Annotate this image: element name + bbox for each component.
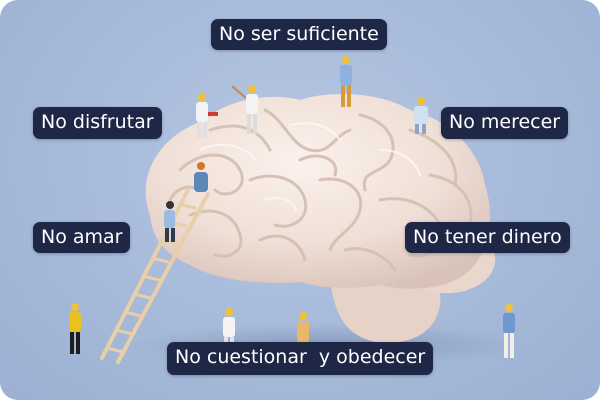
figure-white-shirt-top-left xyxy=(196,93,218,138)
label-no-tener-dinero: No tener dinero xyxy=(405,222,570,253)
figure-bottom-white xyxy=(223,308,235,345)
figure-yellow-left xyxy=(69,303,81,354)
brain xyxy=(145,94,490,289)
figure-top-center xyxy=(340,56,352,107)
figure-hammer-top xyxy=(231,85,258,134)
label-no-cuestionar-y-obedecer: No cuestionar y obedecer xyxy=(167,342,434,375)
brain-stem xyxy=(330,275,441,344)
figure-bottom-right xyxy=(503,304,515,358)
figure-ladder-climber xyxy=(164,201,175,242)
figure-on-brain-left xyxy=(194,162,208,192)
label-no-disfrutar: No disfrutar xyxy=(33,107,162,139)
figure-top-right xyxy=(414,97,428,134)
figure-bottom-orange xyxy=(297,312,309,343)
label-no-ser-suficiente: No ser suficiente xyxy=(211,19,387,50)
label-no-amar: No amar xyxy=(33,222,131,253)
brain-highlights xyxy=(199,122,421,211)
label-no-merecer: No merecer xyxy=(441,107,569,139)
